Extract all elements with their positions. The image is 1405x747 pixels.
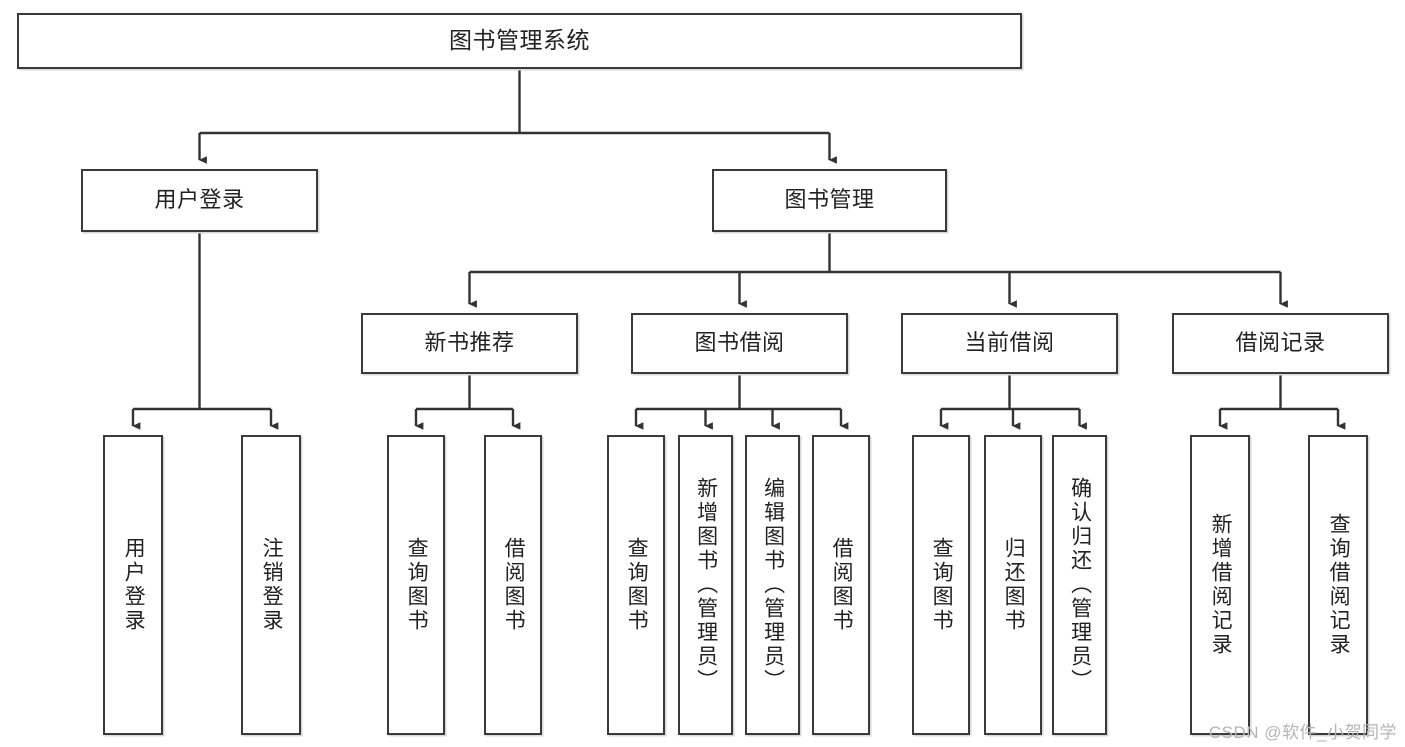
node-label: 借阅图书 [830,537,854,633]
node-label: 借阅图书 [502,537,526,633]
node-box-编辑图书管理员[interactable]: 编辑图书（管理员） [745,435,800,735]
node-box-查询图书[interactable]: 查询图书 [387,435,445,735]
node-label: 新增借阅记录 [1209,513,1233,657]
node-label: 确认归还（管理员） [1068,477,1092,693]
node-label: 图书借阅 [694,330,785,356]
watermark-text: CSDN @软件_小贺同学 [1208,723,1397,742]
node-label: 查询借阅记录 [1327,513,1351,657]
node-label: 查询图书 [405,537,429,633]
node-label: 图书管理系统 [449,27,590,54]
node-box-图书借阅[interactable]: 图书借阅 [631,313,848,374]
node-label: 新增图书（管理员） [694,477,718,693]
node-box-新书推荐[interactable]: 新书推荐 [361,313,578,374]
node-label: 查询图书 [625,537,649,633]
node-label: 查询图书 [930,537,954,633]
node-box-确认归还管理员[interactable]: 确认归还（管理员） [1052,435,1107,735]
node-box-注销登录[interactable]: 注销登录 [241,435,301,735]
node-box-借阅图书[interactable]: 借阅图书 [812,435,870,735]
node-box-查询图书[interactable]: 查询图书 [607,435,665,735]
node-box-归还图书[interactable]: 归还图书 [984,435,1042,735]
node-box-查询借阅记录[interactable]: 查询借阅记录 [1308,435,1368,735]
node-box-查询图书[interactable]: 查询图书 [912,435,970,735]
node-box-当前借阅[interactable]: 当前借阅 [901,313,1118,374]
node-label: 图书管理 [784,187,875,213]
node-box-图书管理[interactable]: 图书管理 [712,169,947,232]
node-label: 新书推荐 [424,330,515,356]
node-box-新增图书管理员[interactable]: 新增图书（管理员） [678,435,733,735]
node-box-借阅记录[interactable]: 借阅记录 [1172,313,1389,374]
node-box-借阅图书[interactable]: 借阅图书 [484,435,542,735]
node-label: 注销登录 [260,537,284,633]
node-label: 用户登录 [122,537,146,633]
node-label: 用户登录 [154,187,245,213]
node-box-新增借阅记录[interactable]: 新增借阅记录 [1190,435,1250,735]
node-label: 编辑图书（管理员） [761,477,785,693]
node-box-用户登录[interactable]: 用户登录 [103,435,163,735]
node-box-图书管理系统[interactable]: 图书管理系统 [17,13,1022,69]
node-label: 借阅记录 [1235,330,1326,356]
node-label: 当前借阅 [964,330,1055,356]
node-label: 归还图书 [1002,537,1026,633]
node-box-用户登录[interactable]: 用户登录 [81,169,318,232]
